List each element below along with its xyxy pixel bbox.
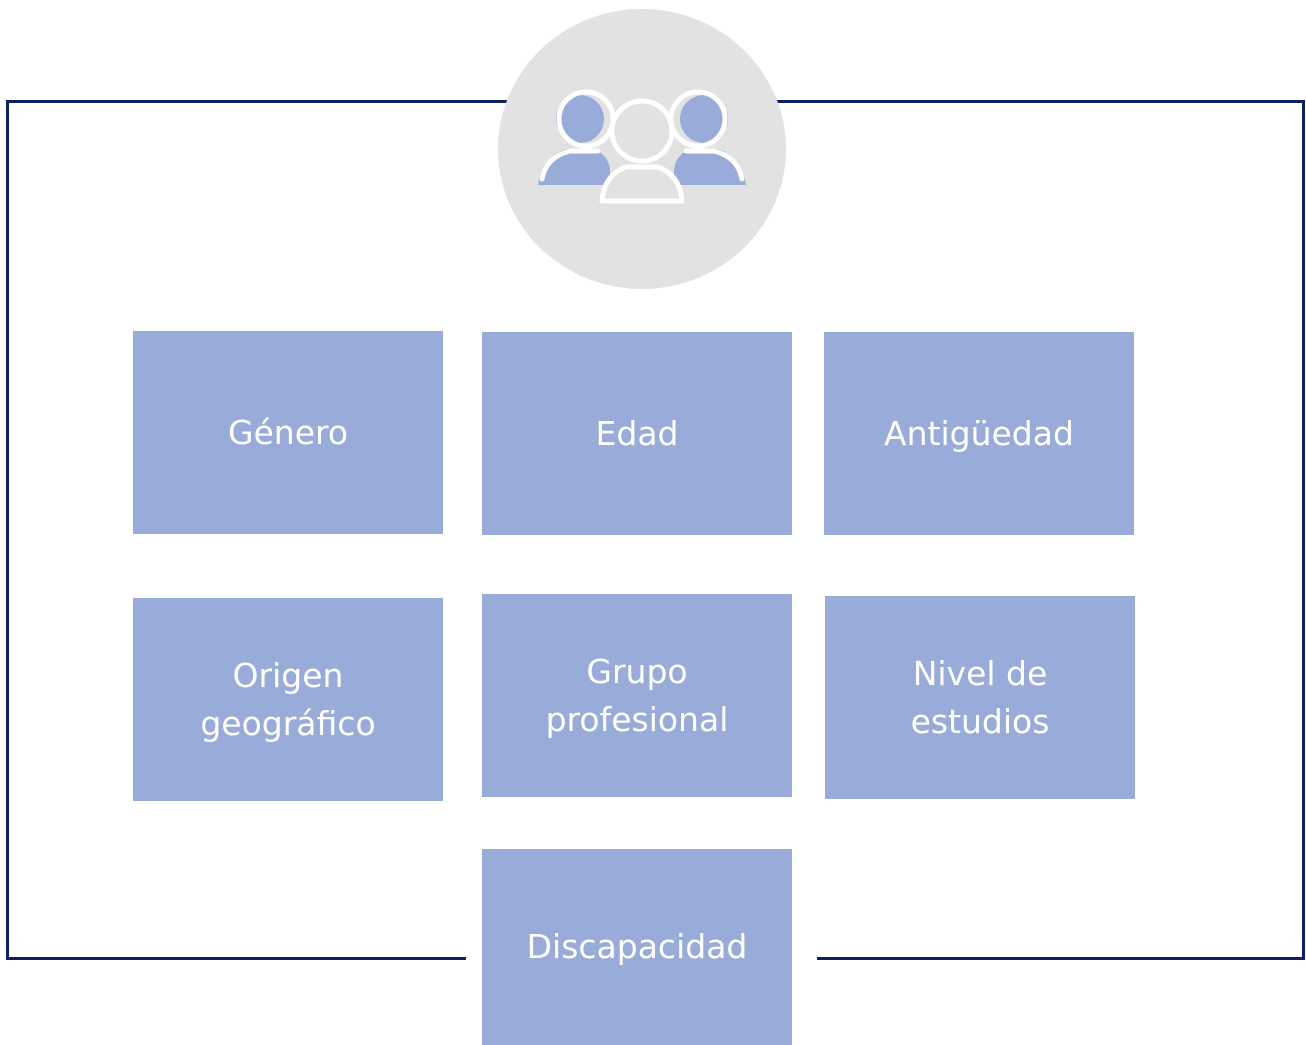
frame-bottom-left-line (6, 957, 466, 960)
icon-circle (498, 9, 786, 289)
frame-right-line (1302, 100, 1305, 960)
box-label: Grupo profesional (546, 648, 729, 744)
box-label: Antigüedad (884, 410, 1074, 458)
category-box-nivel-de-estudios: Nivel de estudios (825, 596, 1135, 799)
box-label: Origen geográfico (200, 652, 375, 748)
box-label-line: Nivel de (912, 653, 1048, 693)
box-label: Discapacidad (527, 923, 748, 971)
box-label-line: Edad (595, 413, 679, 453)
box-label-line: estudios (910, 701, 1050, 741)
box-label-line: profesional (545, 699, 729, 739)
box-label-line: Discapacidad (526, 927, 748, 966)
category-box-edad: Edad (482, 332, 792, 535)
frame-top-right-line (776, 100, 1305, 103)
box-label-line: Antigüedad (884, 413, 1074, 453)
category-box-discapacidad: Discapacidad (482, 849, 792, 1045)
box-label: Nivel de estudios (911, 650, 1050, 746)
box-label-line: Origen (232, 655, 344, 695)
people-group-icon (538, 89, 746, 204)
box-label-line: geográfico (200, 703, 376, 743)
frame-bottom-right-line (817, 957, 1305, 960)
category-box-antiguedad: Antigüedad (824, 332, 1134, 535)
box-label: Edad (596, 410, 679, 458)
frame-top-left-line (6, 100, 510, 103)
category-box-origen-geografico: Origen geográfico (133, 598, 443, 801)
category-box-genero: Género (133, 331, 443, 534)
box-label: Género (228, 409, 348, 457)
box-label-line: Género (227, 412, 349, 452)
frame-left-line (6, 100, 9, 960)
category-box-grupo-profesional: Grupo profesional (482, 594, 792, 797)
box-label-line: Grupo (586, 651, 688, 691)
